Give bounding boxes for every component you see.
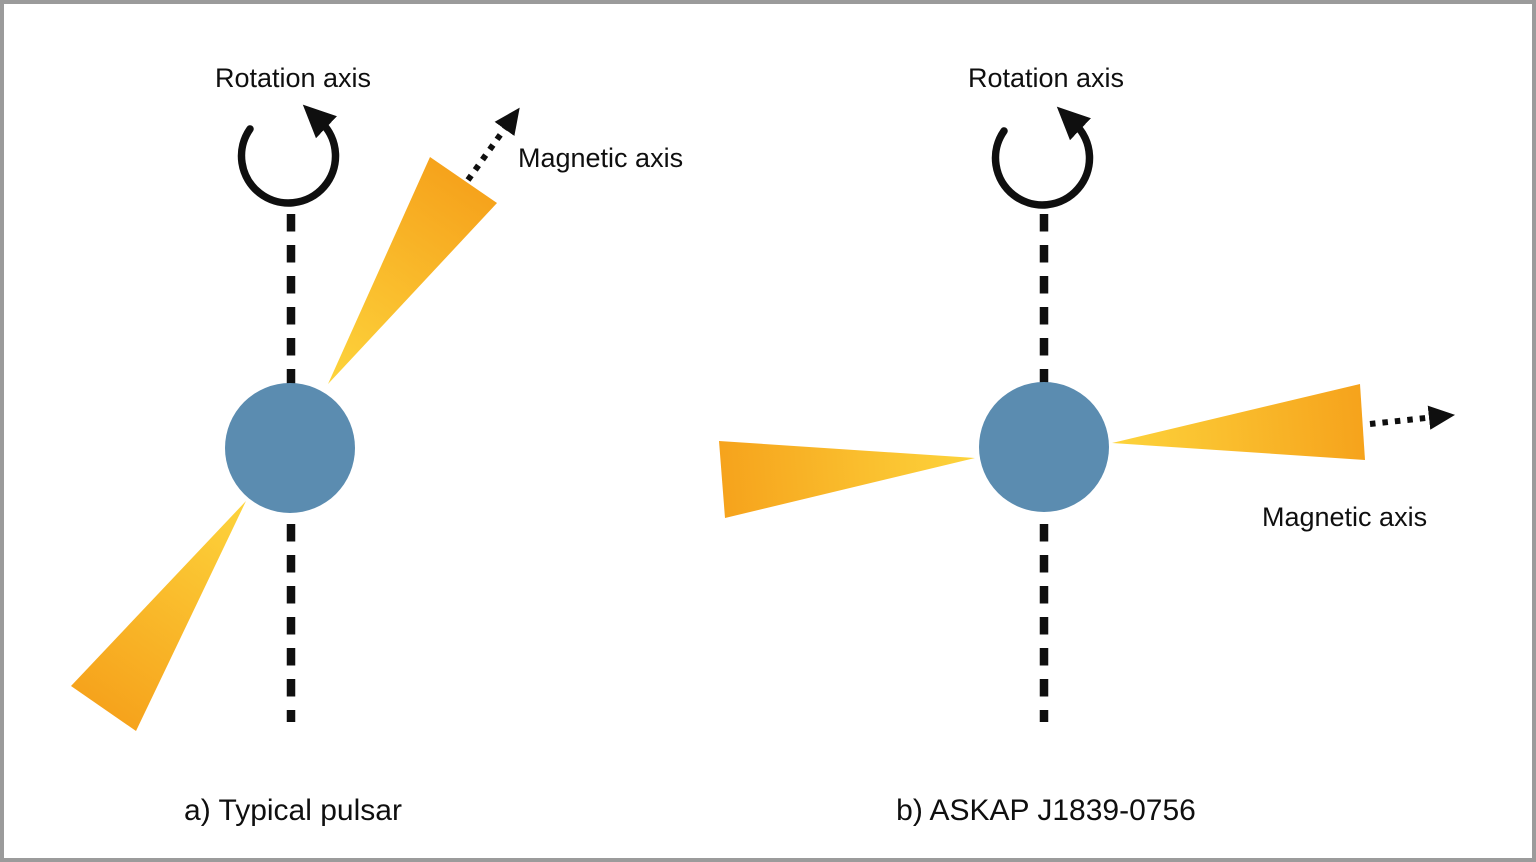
caption-b: b) ASKAP J1839-0756: [896, 794, 1196, 827]
caption-a: a) Typical pulsar: [184, 794, 402, 827]
rotation-axis-label-a: Rotation axis: [214, 63, 372, 93]
radiation-beam-right: [1112, 384, 1365, 460]
radiation-beam-left: [719, 441, 975, 518]
rotation-arrow-icon: [237, 104, 340, 207]
panel-a: [71, 104, 520, 731]
pulsar-diagram: [71, 104, 1456, 731]
magnetic-axis-label-a: Magnetic axis: [518, 143, 684, 173]
neutron-star: [979, 382, 1109, 512]
rotation-axis-label-b: Rotation axis: [967, 63, 1125, 93]
radiation-beam-upper: [328, 157, 497, 384]
neutron-star: [225, 383, 355, 513]
radiation-beam-lower: [71, 501, 246, 731]
magnetic-axis-arrow: [1369, 405, 1456, 430]
panel-b: [719, 106, 1456, 722]
rotation-arrow-icon: [991, 106, 1094, 209]
magnetic-axis-label-b: Magnetic axis: [1262, 502, 1428, 532]
magnetic-axis-arrow: [465, 107, 520, 182]
